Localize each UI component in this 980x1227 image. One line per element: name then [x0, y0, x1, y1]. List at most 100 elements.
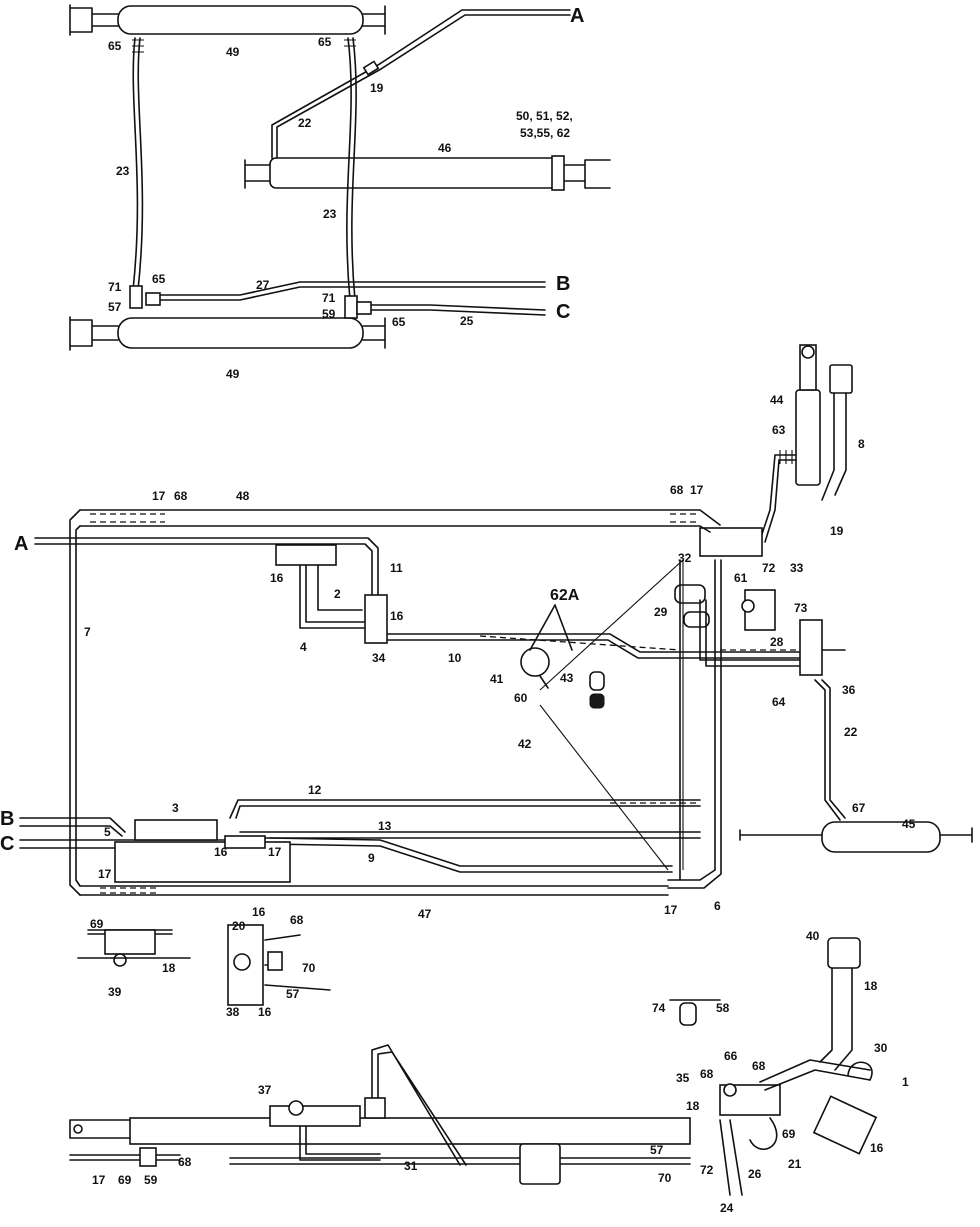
- valve-40: [819, 937, 861, 1071]
- callout-27: 27: [256, 278, 270, 292]
- callout-65-d: 65: [392, 315, 406, 329]
- callout-12: 12: [308, 783, 322, 797]
- callout-17-a: 17: [152, 489, 166, 503]
- callout-9: 9: [368, 851, 375, 865]
- valve-37: [269, 1100, 361, 1127]
- gauge-41: [520, 604, 573, 689]
- connector-a-top: A: [570, 5, 584, 27]
- callout-36: 36: [842, 683, 856, 697]
- tube-25: [369, 304, 546, 316]
- callout-69-a: 69: [90, 917, 104, 931]
- callout-68-c: 68: [290, 913, 304, 927]
- callout-45: 45: [902, 817, 916, 831]
- callout-19-b: 19: [830, 524, 844, 538]
- callout-16-d: 16: [252, 905, 266, 919]
- manifold-block: [674, 527, 776, 631]
- callout-16-b: 16: [390, 609, 404, 623]
- connector-c-top: C: [556, 301, 570, 323]
- callout-69-b: 69: [782, 1127, 796, 1141]
- callout-23-b: 23: [323, 207, 337, 221]
- tube-22-top: [271, 9, 571, 159]
- callout-59-a: 59: [322, 307, 336, 321]
- bottom-left-fittings: [69, 1147, 181, 1167]
- callout-22-b: 22: [844, 725, 858, 739]
- callout-17-d: 17: [98, 867, 112, 881]
- callout-68-a: 68: [174, 489, 188, 503]
- manifold-bottom: [719, 1059, 871, 1196]
- callout-50-line2: 53,55, 62: [520, 126, 570, 140]
- hose-63: [759, 450, 797, 543]
- tube-a-supply: [34, 537, 379, 599]
- callout-16-e: 16: [258, 1005, 272, 1019]
- callout-74: 74: [652, 1001, 666, 1015]
- callout-44: 44: [770, 393, 784, 407]
- callout-64: 64: [772, 695, 786, 709]
- valve-44: [795, 344, 853, 501]
- callout-59-b: 59: [144, 1173, 158, 1187]
- callout-46: 46: [438, 141, 452, 155]
- fittings-top: [129, 285, 372, 319]
- callout-26: 26: [748, 1167, 762, 1181]
- callout-17-b: 17: [690, 483, 704, 497]
- callout-29: 29: [654, 605, 668, 619]
- callout-69-c: 69: [118, 1173, 132, 1187]
- tube-48: [79, 509, 721, 533]
- tube-28-36: [699, 599, 846, 676]
- callout-62a: 62A: [550, 587, 580, 604]
- callout-16-f: 16: [870, 1141, 884, 1155]
- callout-61: 61: [734, 571, 748, 585]
- callout-57-a: 57: [108, 300, 122, 314]
- callout-25: 25: [460, 314, 474, 328]
- callout-18-a: 18: [162, 961, 176, 975]
- callout-19-a: 19: [370, 81, 384, 95]
- detail-58: [669, 999, 721, 1026]
- callout-73: 73: [794, 601, 808, 615]
- callout-35: 35: [676, 1071, 690, 1085]
- cylinder-45: [739, 821, 973, 853]
- tube-main-diagonal: [539, 558, 684, 871]
- block-3: [114, 819, 291, 883]
- callout-68-d: 68: [700, 1067, 714, 1081]
- callout-1: 1: [902, 1075, 909, 1089]
- callout-71-b: 71: [322, 291, 336, 305]
- callout-38: 38: [226, 1005, 240, 1019]
- callout-32: 32: [678, 551, 692, 565]
- callout-41: 41: [490, 672, 504, 686]
- callout-65-c: 65: [152, 272, 166, 286]
- valve-16-bottom: [812, 1061, 878, 1155]
- callout-57-c: 57: [650, 1143, 664, 1157]
- callout-49-a: 49: [226, 45, 240, 59]
- callout-18-c: 18: [686, 1099, 700, 1113]
- connector-a-mid: A: [14, 533, 28, 555]
- callout-2: 2: [334, 587, 341, 601]
- callout-24: 24: [720, 1201, 734, 1215]
- callout-11: 11: [390, 561, 403, 575]
- callout-31: 31: [404, 1159, 418, 1173]
- callout-66: 66: [724, 1049, 738, 1063]
- callout-13: 13: [378, 819, 392, 833]
- callout-72-a: 72: [762, 561, 776, 575]
- callout-47: 47: [418, 907, 432, 921]
- callout-16-c: 16: [214, 845, 228, 859]
- callout-70-a: 70: [302, 961, 316, 975]
- callout-28: 28: [770, 635, 784, 649]
- callout-68-e: 68: [752, 1059, 766, 1073]
- callout-50-line1: 50, 51, 52,: [516, 109, 573, 123]
- top-cylinder-upper-49: [69, 4, 386, 36]
- callout-40: 40: [806, 929, 820, 943]
- callout-18-b: 18: [864, 979, 878, 993]
- callout-71-a: 71: [108, 280, 122, 294]
- callout-72-b: 72: [700, 1163, 714, 1177]
- callout-65-a: 65: [108, 39, 122, 53]
- filter-valve-2: [275, 544, 388, 644]
- callout-17-f: 17: [92, 1173, 106, 1187]
- top-cylinder-lower-49: [69, 316, 386, 351]
- tube-27: [159, 281, 546, 301]
- connector-b-mid: B: [0, 808, 14, 830]
- callout-4: 4: [300, 640, 307, 654]
- callout-34: 34: [372, 651, 386, 665]
- callout-17-e: 17: [664, 903, 678, 917]
- callout-48: 48: [236, 489, 250, 503]
- tube-31: [299, 1125, 381, 1161]
